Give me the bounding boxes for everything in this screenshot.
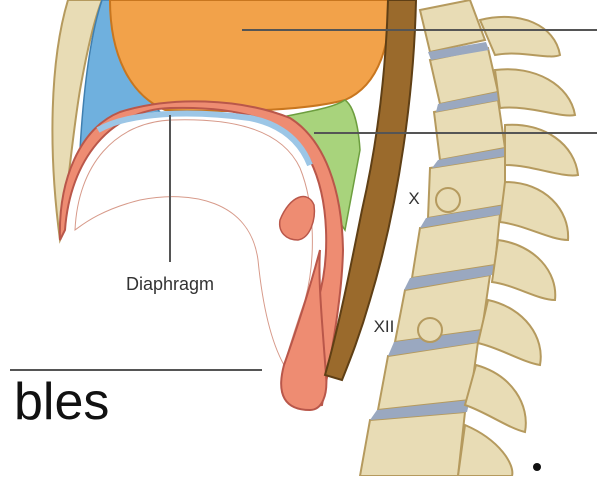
liver [110, 0, 389, 111]
abdominal-cavity [75, 120, 312, 365]
slide-text-fragment: bles [14, 376, 109, 428]
label-vertebra-x: X [408, 189, 419, 208]
text-fragment-dot [533, 463, 541, 471]
label-diaphragm: Diaphragm [126, 274, 214, 294]
label-vertebra-xii: XII [374, 317, 395, 336]
